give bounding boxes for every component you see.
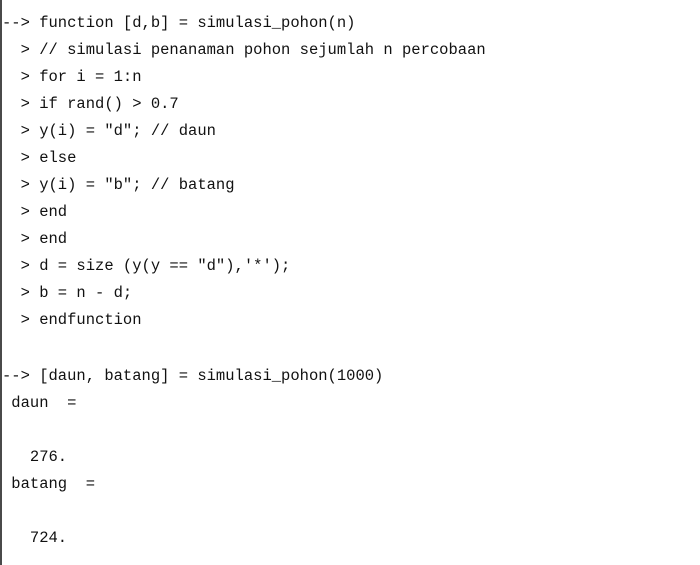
console-line: > for i = 1:n [2,68,142,86]
console-line: > y(i) = "b"; // batang [2,176,235,194]
console-line: > if rand() > 0.7 [2,95,179,113]
console-line: --> [daun, batang] = simulasi_pohon(1000… [2,367,384,385]
console-line: > y(i) = "d"; // daun [2,122,216,140]
console-line: > end [2,230,68,248]
console-line: > endfunction [2,311,142,329]
console-line: > b = n - d; [2,284,133,302]
console-line: > d = size (y(y == "d"),'*'); [2,257,291,275]
console-line: daun = [2,394,77,412]
console-line: > end [2,203,68,221]
console-line: 276. [2,448,68,466]
console-line: 724. [2,529,68,547]
console-line: > // simulasi penanaman pohon sejumlah n… [2,41,486,59]
console-line: batang = [2,475,96,493]
console-line: > else [2,149,77,167]
console-line: --> function [d,b] = simulasi_pohon(n) [2,14,356,32]
